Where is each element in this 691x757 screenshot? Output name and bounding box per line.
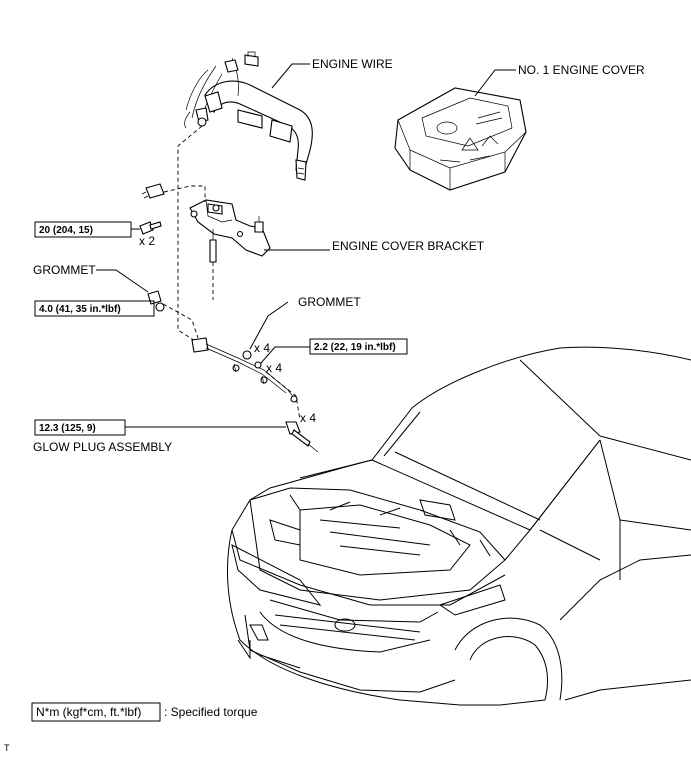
- corner-mark: T: [4, 743, 10, 753]
- bracket-bolt-qty: x 2: [139, 234, 155, 248]
- glow-plug-label: GLOW PLUG ASSEMBLY: [33, 440, 172, 454]
- car-illustration: [227, 346, 691, 706]
- grommet-nut-torque: 4.0 (41, 35 in.*lbf): [39, 304, 121, 315]
- glow-plug-connector-illustration: [191, 337, 298, 403]
- legend-description: : Specified torque: [164, 705, 258, 719]
- legend-box-text: N*m (kgf*cm, ft.*lbf): [36, 705, 141, 719]
- connector-nut-qty: x 4: [266, 361, 282, 375]
- grommet-right-label: GROMMET: [298, 295, 361, 309]
- engine-wire-illustration: [184, 51, 313, 181]
- engine-cover-illustration: [394, 87, 527, 191]
- engine-cover-bracket-label: ENGINE COVER BRACKET: [332, 239, 485, 253]
- glow-plug-qty: x 4: [300, 411, 316, 425]
- bracket-bolt-torque: 20 (204, 15): [39, 225, 93, 236]
- glow-plug-torque: 12.3 (125, 9): [39, 423, 96, 434]
- glow-plug-illustration: [285, 421, 319, 453]
- bracket-connector-illustration: [141, 183, 165, 199]
- engine-wire-label: ENGINE WIRE: [312, 57, 393, 71]
- engine-cover-bracket-illustration: [189, 199, 271, 263]
- bracket-bolt-illustration: [139, 221, 162, 235]
- grommet-qty: x 4: [254, 341, 270, 355]
- engine-cover-label: NO. 1 ENGINE COVER: [518, 63, 645, 77]
- connector-nut-torque: 2.2 (22, 19 in.*lbf): [314, 342, 396, 353]
- torque-legend: N*m (kgf*cm, ft.*lbf) : Specified torque: [31, 702, 258, 722]
- grommet-left-label: GROMMET: [33, 263, 96, 277]
